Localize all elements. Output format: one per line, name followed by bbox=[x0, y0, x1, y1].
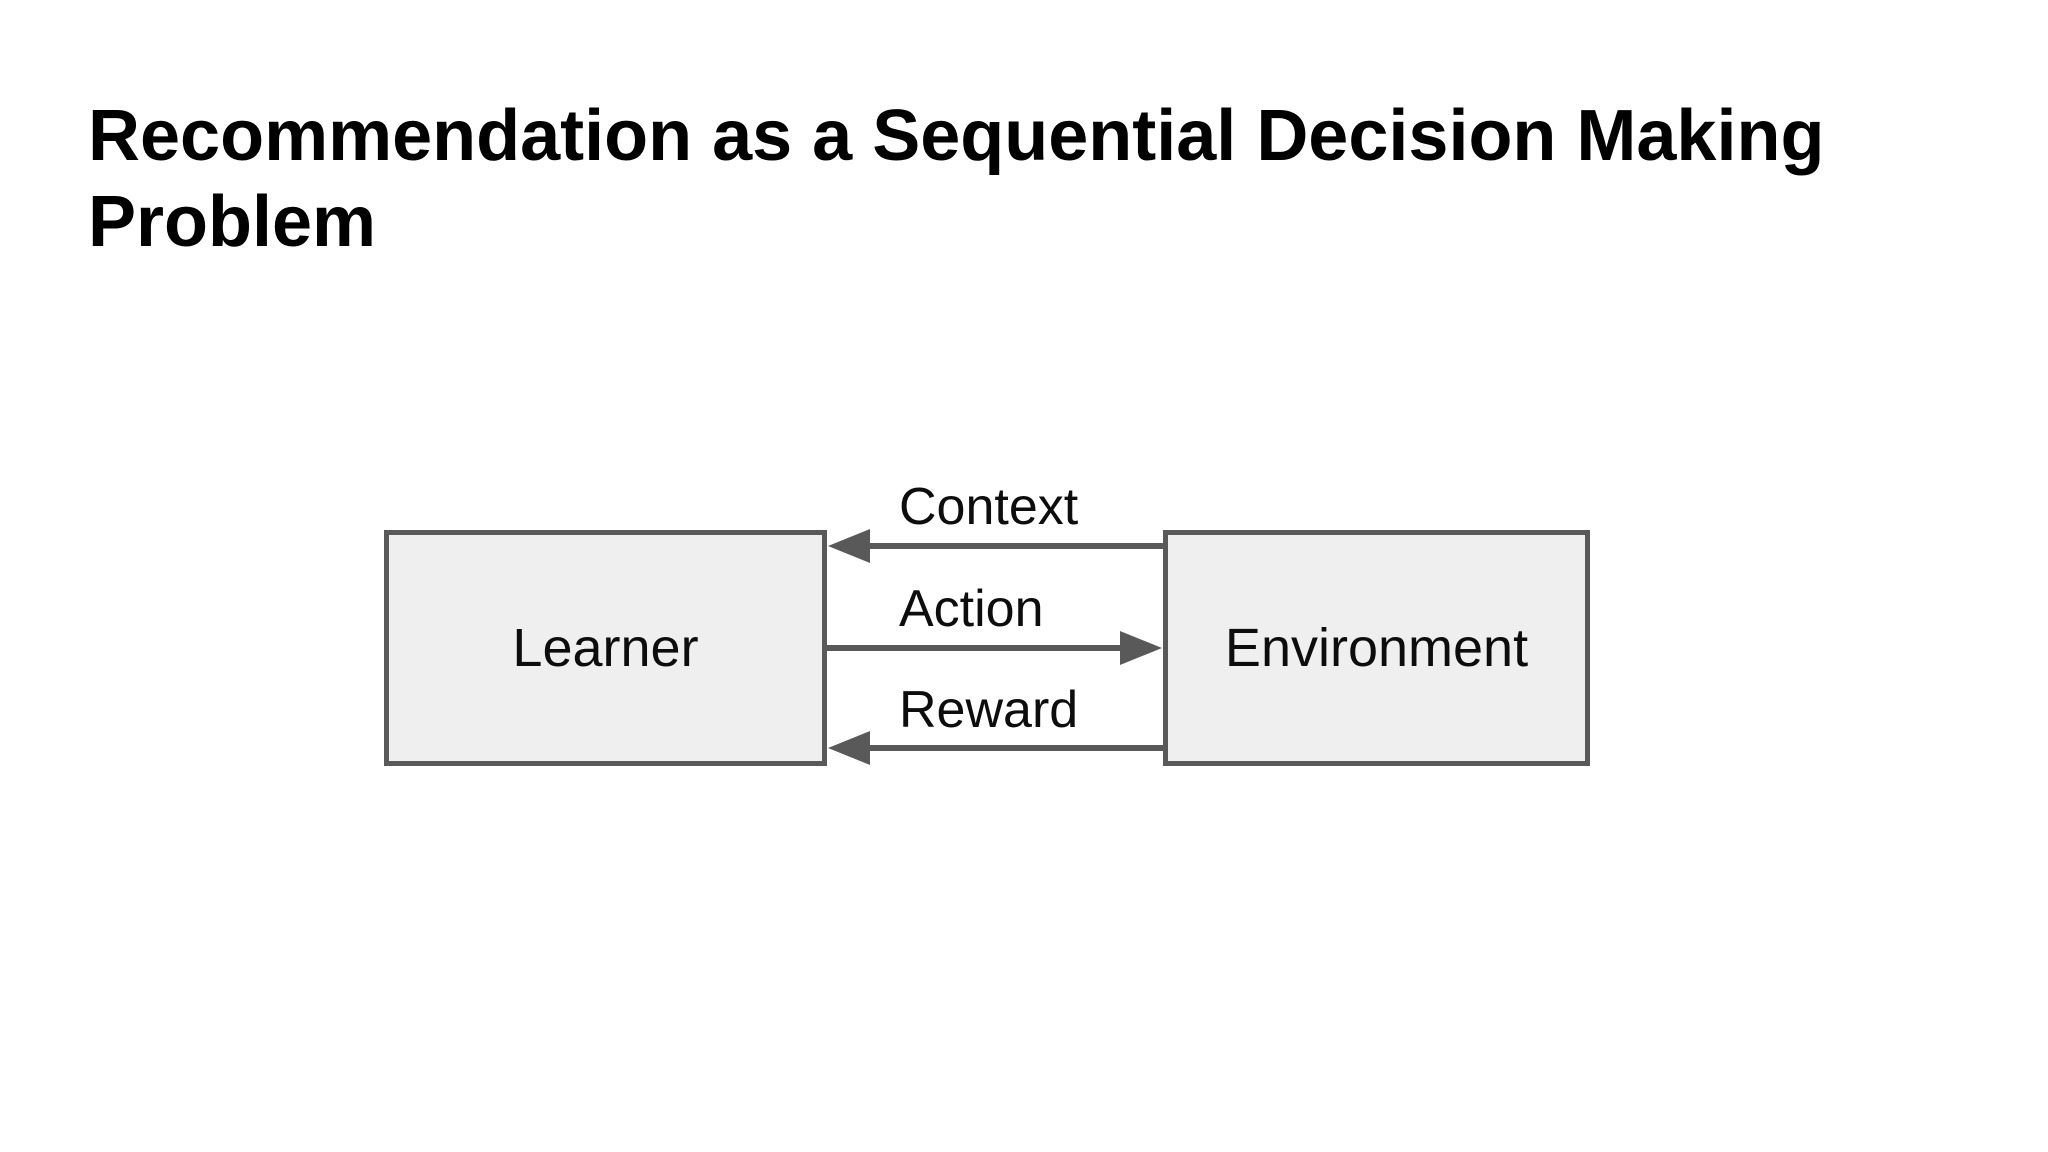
context-arrow-left-icon bbox=[828, 529, 1163, 563]
slide-title: Recommendation as a Sequential Decision … bbox=[88, 96, 1825, 262]
edge-label-reward: Reward bbox=[899, 681, 1079, 739]
reward-arrow-left-icon bbox=[828, 731, 1163, 765]
edge-label-action: Action bbox=[899, 580, 1044, 638]
node-learner-label: Learner bbox=[512, 618, 699, 678]
action-arrow-right-icon bbox=[827, 631, 1162, 665]
edge-label-context: Context bbox=[899, 478, 1079, 536]
node-learner: Learner bbox=[384, 530, 827, 766]
node-environment-label: Environment bbox=[1224, 618, 1529, 678]
arrowhead-left-icon bbox=[828, 731, 870, 765]
arrowhead-right-icon bbox=[1120, 631, 1162, 665]
arrowhead-left-icon bbox=[828, 529, 870, 563]
node-environment: Environment bbox=[1163, 530, 1590, 766]
